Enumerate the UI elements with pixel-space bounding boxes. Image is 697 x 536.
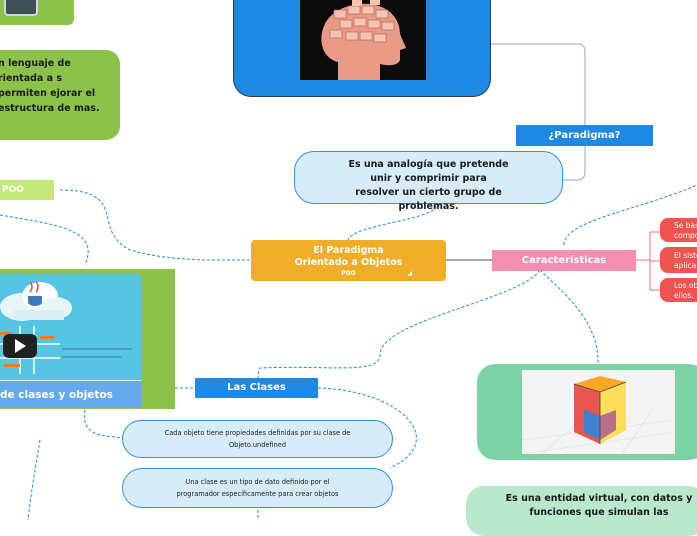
poo-definition-text: n lenguaje de rientada a s permiten ejor…	[0, 58, 100, 114]
play-button[interactable]	[3, 334, 37, 358]
caracteristica-item-3[interactable]: Los ob ellos.	[660, 278, 697, 302]
play-icon	[15, 339, 26, 353]
head-cubes-image	[300, 0, 426, 80]
video-card[interactable]: de clases y objetos	[0, 269, 175, 409]
clases-item-1[interactable]: Cada objeto tiene propiedades definidas …	[122, 420, 393, 458]
objeto-definition-box[interactable]: Es una entidad virtual, con datos y func…	[466, 486, 697, 536]
paradigma-definition-bubble[interactable]: Es una analogía que pretende unir y comp…	[294, 151, 563, 212]
connector-lines	[0, 43, 697, 520]
thumbnail-image	[4, 0, 38, 16]
objeto-image-card[interactable]	[477, 364, 697, 460]
central-topic[interactable]: El Paradigma Orientado a Objetos POO ◢	[251, 240, 446, 281]
caracteristica-item-1[interactable]: Se bas compo	[660, 218, 697, 242]
expand-corner-icon[interactable]: ◢	[407, 270, 412, 277]
caracteristica-item-2[interactable]: El siste aplica	[660, 247, 697, 273]
video-thumbnail[interactable]	[0, 274, 141, 379]
cloud-java-icon	[0, 281, 132, 374]
caracteristicas-label[interactable]: Características	[492, 250, 636, 271]
cube-icon	[522, 376, 675, 454]
paradigm-image-card[interactable]	[233, 0, 491, 97]
poo-label[interactable]: POO	[0, 180, 54, 200]
cube-image	[522, 370, 675, 454]
head-silhouette-icon	[321, 0, 406, 80]
poo-definition-box[interactable]: n lenguaje de rientada a s permiten ejor…	[0, 50, 120, 140]
top-thumbnail	[0, 0, 74, 25]
central-title: El Paradigma Orientado a Objetos	[294, 245, 403, 268]
paradigma-label[interactable]: ¿Paradigma?	[516, 125, 653, 146]
central-subtitle: POO	[341, 270, 356, 277]
video-caption-bar: de clases y objetos	[0, 380, 141, 408]
video-caption: de clases y objetos	[0, 389, 113, 401]
clases-item-2[interactable]: Una clase es un tipo de dato definido po…	[122, 468, 393, 508]
las-clases-label[interactable]: Las Clases	[195, 378, 318, 398]
